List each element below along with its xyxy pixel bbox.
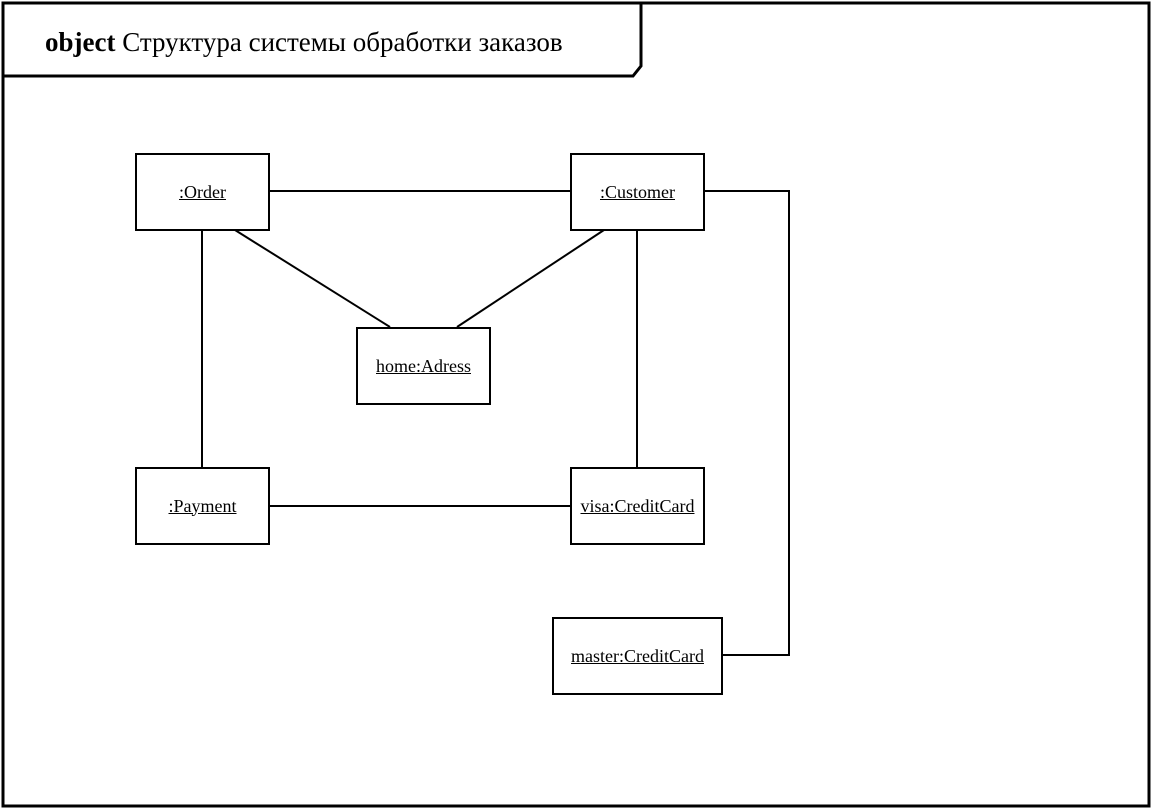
object-master-credit-card[interactable]: master:CreditCard bbox=[552, 617, 723, 695]
frame-name-tab bbox=[3, 3, 643, 78]
object-order[interactable]: :Order bbox=[135, 153, 270, 231]
frame-name: Структура системы обработки заказов bbox=[122, 27, 563, 57]
object-payment[interactable]: :Payment bbox=[135, 467, 270, 545]
object-customer[interactable]: :Customer bbox=[570, 153, 705, 231]
frame-title: object Структура системы обработки заказ… bbox=[45, 22, 563, 62]
link-customer-address bbox=[456, 229, 605, 328]
object-visa-credit-card[interactable]: visa:CreditCard bbox=[570, 467, 705, 545]
frame-keyword: object bbox=[45, 27, 116, 57]
link-customer-master bbox=[704, 190, 790, 656]
object-home-address[interactable]: home:Adress bbox=[356, 327, 491, 405]
link-order-address bbox=[234, 229, 391, 328]
